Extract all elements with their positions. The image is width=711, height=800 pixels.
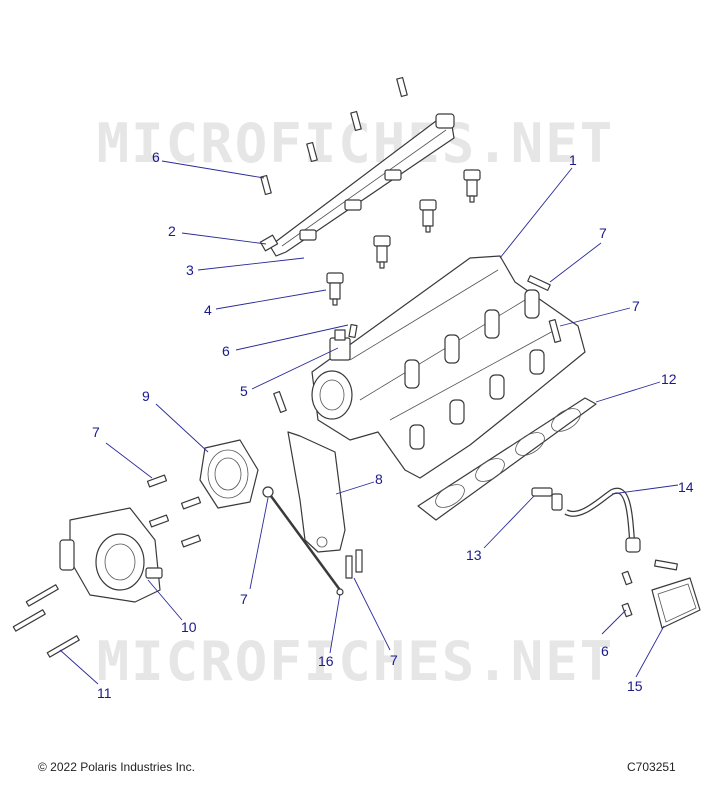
callout-13: 13 — [466, 547, 482, 563]
map-sensor — [329, 323, 358, 361]
callout-10: 10 — [181, 619, 197, 635]
callout-9: 9 — [142, 388, 150, 404]
callout-15: 15 — [627, 678, 643, 694]
fuel-rail — [259, 113, 455, 257]
callout-14: 14 — [678, 479, 694, 495]
callout-2: 2 — [168, 223, 176, 239]
callout-7-left: 7 — [92, 424, 100, 440]
callout-4: 4 — [204, 302, 212, 318]
callout-1: 1 — [569, 152, 577, 168]
adapter-bolts — [146, 474, 202, 548]
callout-8: 8 — [375, 471, 383, 487]
throttle-body — [59, 507, 163, 603]
leader-lines — [59, 160, 679, 685]
callout-labels: 1 2 3 4 5 6 6 6 7 7 7 7 7 8 9 10 11 12 1… — [92, 149, 694, 701]
callout-7-right: 7 — [632, 298, 640, 314]
rail-bolts — [260, 76, 408, 196]
callout-7-rod: 7 — [240, 591, 248, 607]
throttle-adapter — [199, 439, 259, 509]
callout-3: 3 — [186, 262, 194, 278]
callout-11: 11 — [97, 685, 112, 701]
support-rod — [262, 486, 344, 596]
callout-6-top: 6 — [152, 149, 160, 165]
bracket-bolts — [345, 549, 363, 579]
intake-manifold — [311, 255, 586, 479]
mounting-bracket — [287, 431, 346, 553]
callout-6-middle: 6 — [222, 343, 230, 359]
callout-16: 16 — [318, 653, 334, 669]
callout-7-top-right: 7 — [599, 225, 607, 241]
manifold-gasket — [417, 397, 597, 521]
callout-12: 12 — [661, 371, 677, 387]
diagram-code: C703251 — [627, 760, 676, 774]
copyright-text: © 2022 Polaris Industries Inc. — [38, 760, 195, 774]
cover-plate — [651, 559, 701, 629]
callout-5: 5 — [240, 383, 248, 399]
fuel-injectors — [326, 169, 481, 306]
vent-hose — [564, 487, 641, 553]
manifold-bolts — [273, 275, 562, 414]
cover-screws — [621, 570, 633, 618]
hose-fitting — [531, 487, 563, 511]
throttle-long-bolts — [12, 584, 80, 658]
callout-7-bottom: 7 — [390, 652, 398, 668]
callout-6-bottom: 6 — [601, 643, 609, 659]
